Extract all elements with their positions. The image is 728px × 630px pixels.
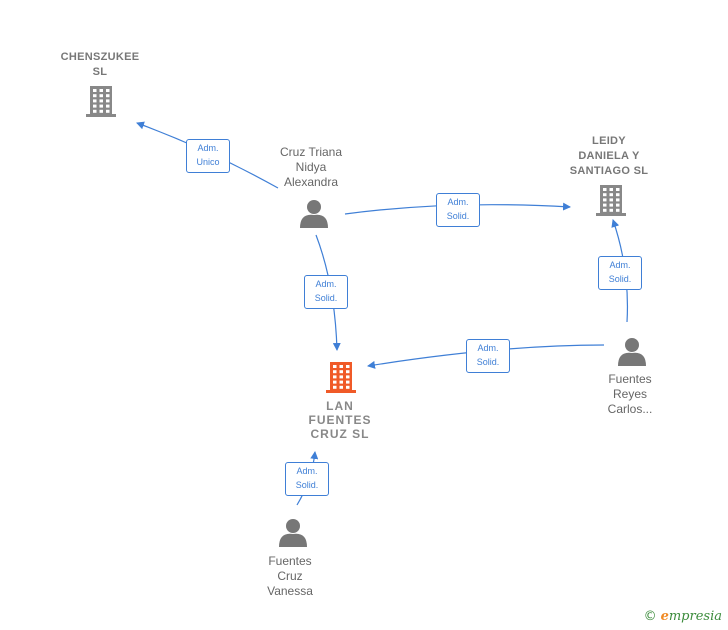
- copyright-symbol: ©: [643, 609, 657, 624]
- edge-role-text: Solid.: [476, 357, 500, 367]
- edge-role-label[interactable]: Adm. Unico: [186, 139, 230, 173]
- building-icon[interactable]: [326, 362, 356, 393]
- brand-initial: e: [660, 609, 669, 624]
- edge-role-label[interactable]: Adm. Solid.: [436, 193, 480, 227]
- node-label-line: Vanessa: [267, 584, 313, 598]
- person-icon[interactable]: [300, 200, 328, 228]
- node-label-line: Cruz Triana: [279, 145, 343, 159]
- node-label-line: SANTIAGO SL: [569, 165, 649, 177]
- node-label-line: Carlos...: [607, 402, 653, 416]
- empresia-watermark: ©empresia: [644, 609, 722, 624]
- node-label-line: CHENSZUKEE: [60, 51, 140, 63]
- node-label-line: DANIELA Y: [578, 150, 640, 162]
- node-label-line: Fuentes: [268, 554, 312, 568]
- node-label-line: LEIDY: [592, 135, 626, 147]
- edge-role-label[interactable]: Adm. Solid.: [285, 462, 329, 496]
- edge-role-text: Unico: [196, 157, 220, 167]
- edge-role-text: Adm.: [609, 260, 631, 270]
- node-label-line: SL: [92, 66, 108, 78]
- node-label-line: Cruz: [277, 569, 303, 583]
- node-label-line: FUENTES: [308, 413, 372, 427]
- node-label-line: Nidya: [295, 160, 327, 174]
- brand-name: mpresia: [668, 609, 722, 624]
- node-label-line: LAN: [326, 399, 354, 413]
- edge-role-label[interactable]: Adm. Solid.: [598, 256, 642, 290]
- building-icon[interactable]: [596, 185, 626, 216]
- edge-role-text: Solid.: [608, 274, 632, 284]
- node-label-line: Alexandra: [283, 175, 339, 189]
- edge-role-label[interactable]: Adm. Solid.: [466, 339, 510, 373]
- edge-role-text: Adm.: [197, 143, 219, 153]
- node-label-line: Reyes: [612, 387, 647, 401]
- building-icon[interactable]: [86, 86, 116, 117]
- node-label-leidy[interactable]: LEIDY DANIELA Y SANTIAGO SL: [549, 134, 669, 179]
- edge-role-text: Solid.: [314, 293, 338, 303]
- edge-role-text: Solid.: [295, 480, 319, 490]
- person-icon[interactable]: [618, 338, 646, 366]
- edge-role-text: Adm.: [315, 279, 337, 289]
- edge-role-label[interactable]: Adm. Solid.: [304, 275, 348, 309]
- edge-role-text: Solid.: [446, 211, 470, 221]
- edge-role-text: Adm.: [447, 197, 469, 207]
- person-icon[interactable]: [279, 519, 307, 547]
- edge-role-text: Adm.: [296, 466, 318, 476]
- node-label-chenszukee[interactable]: CHENSZUKEE SL: [45, 50, 155, 80]
- edge-role-text: Adm.: [477, 343, 499, 353]
- node-label-line: Fuentes: [608, 372, 652, 386]
- node-label-line: CRUZ SL: [310, 427, 370, 441]
